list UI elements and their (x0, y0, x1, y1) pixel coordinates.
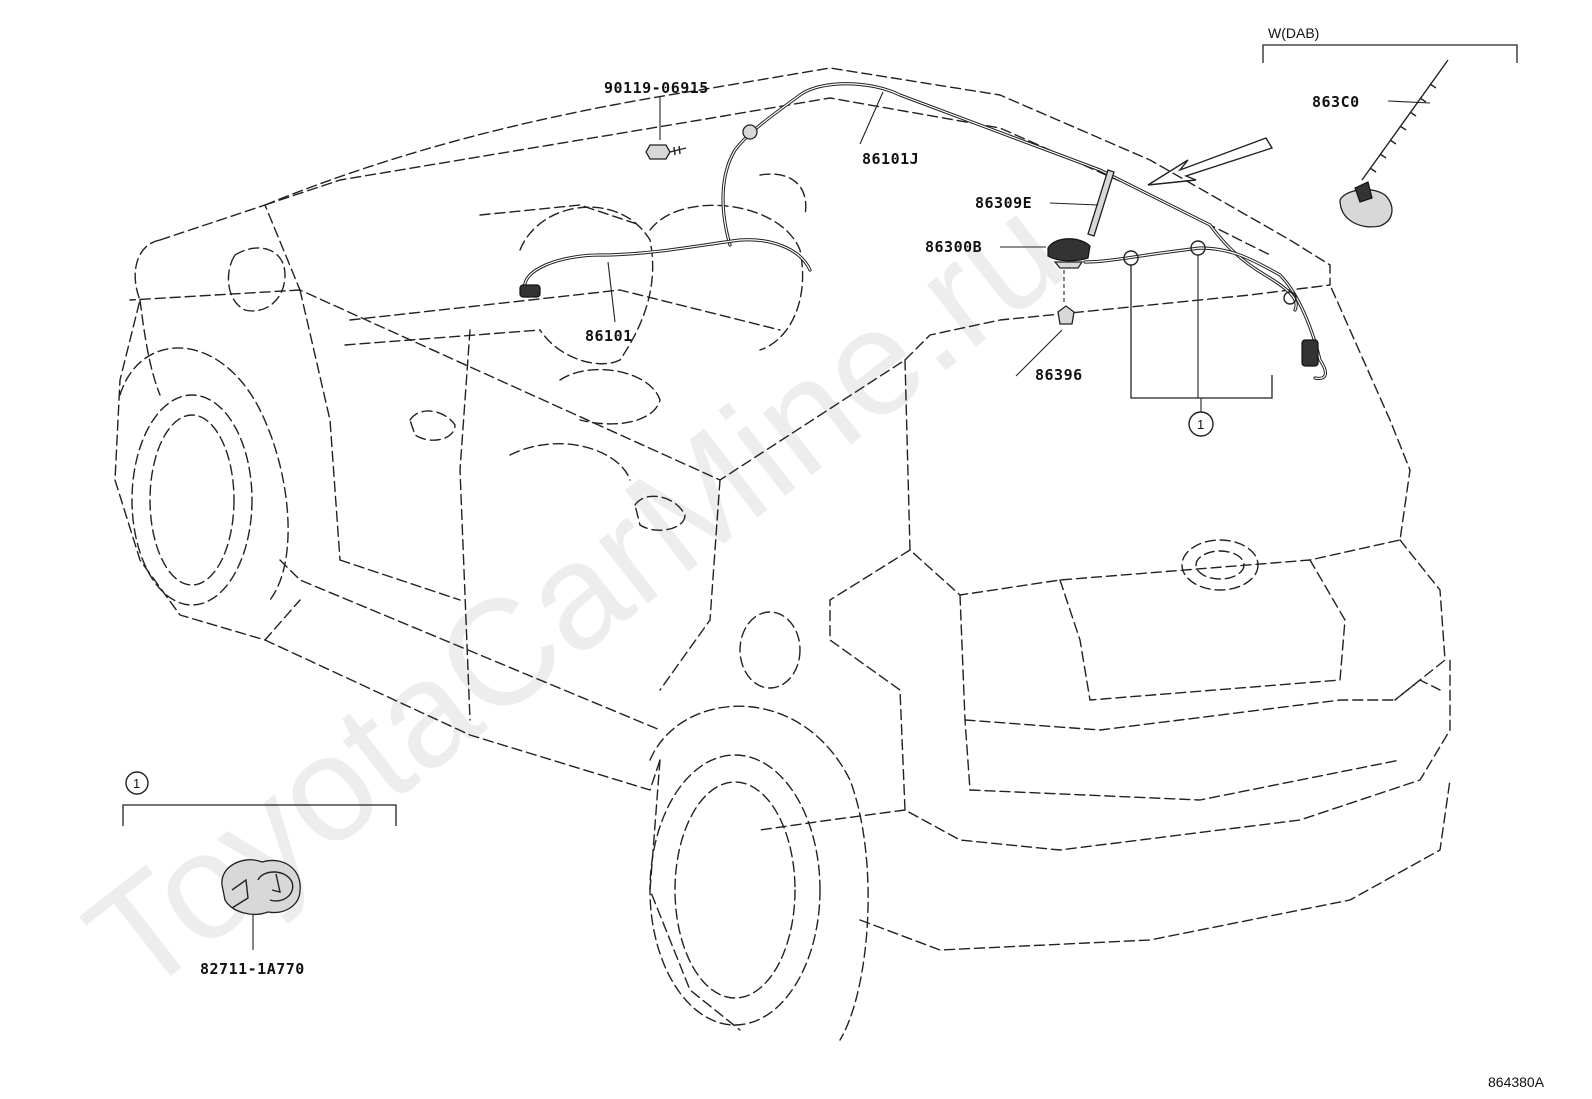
callout-cable-front: 86101 (585, 327, 633, 345)
callout-cable-roof: 86101J (862, 150, 919, 168)
watermark-text: ToyotaCarMine.ru (56, 164, 1092, 1025)
view-direction-arrow (1147, 137, 1274, 186)
callout-pad: 86396 (1035, 366, 1083, 384)
svg-text:1: 1 (1197, 417, 1204, 432)
cable-86101 (523, 238, 812, 292)
pad-part (1057, 270, 1075, 325)
ref-marker-circle (125, 771, 149, 795)
callout-dab-antenna: 863C0 (1312, 93, 1360, 111)
clamp-location-3 (1283, 291, 1297, 305)
dab-group-label: W(DAB) (1268, 25, 1319, 41)
car-body (114, 67, 1451, 1041)
diagram-code: 864380A (1488, 1074, 1545, 1090)
detail-1-bracket: 1 (122, 771, 397, 826)
leader-lines (252, 91, 1431, 950)
callout-antenna-rod: 86309E (975, 194, 1032, 212)
callout-clamp: 82711-1A770 (200, 960, 305, 978)
bolt-part (645, 144, 687, 160)
clamp-part (221, 859, 301, 915)
ref-marker-number: 1 (133, 776, 140, 791)
ref-marker-car: 1 (1188, 411, 1214, 437)
callout-bolt: 90119-06915 (604, 79, 709, 97)
dab-antenna-part (1339, 59, 1449, 228)
dab-group-bracket: W(DAB) (1262, 25, 1518, 63)
cable-to-base (1083, 246, 1328, 381)
antenna-cable-routing (519, 82, 1328, 381)
callout-antenna-base: 86300B (925, 238, 982, 256)
antenna-base-part (1047, 238, 1091, 269)
antenna-rod-part (1087, 169, 1115, 237)
